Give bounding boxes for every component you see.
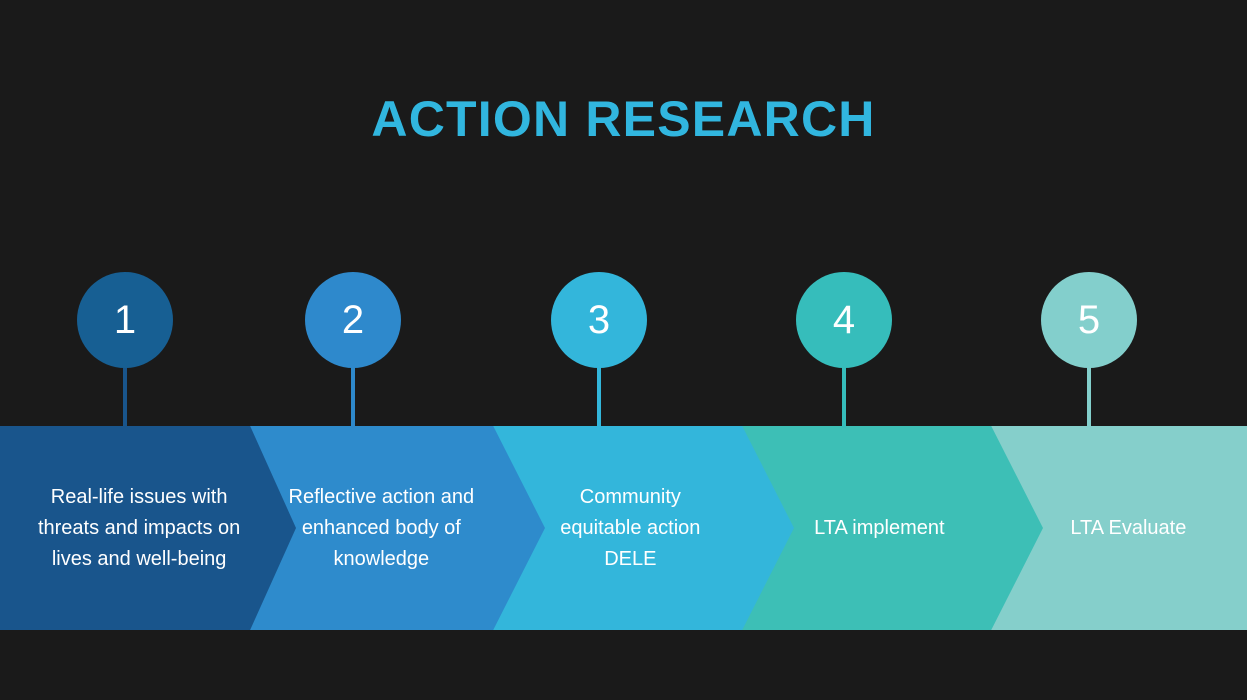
process-step-label: Real-life issues with threats and impact… bbox=[37, 485, 241, 570]
process-step-label: Community equitable action DELE bbox=[560, 485, 701, 570]
process-step-number-badge[interactable]: 1 bbox=[77, 272, 173, 368]
process-step-label: Reflective action and enhanced body of k… bbox=[288, 485, 475, 570]
page-title: ACTION RESEARCH bbox=[371, 91, 876, 147]
process-step-connector bbox=[351, 364, 355, 428]
process-step-label: LTA Evaluate bbox=[1070, 516, 1187, 539]
process-step-marker[interactable]: 1 bbox=[77, 272, 173, 428]
process-step-marker[interactable]: 4 bbox=[796, 272, 892, 428]
process-step-connector bbox=[1087, 364, 1091, 428]
process-step-number-badge[interactable]: 4 bbox=[796, 272, 892, 368]
chevron-band: LTA Evaluate LTA implement Community equit… bbox=[0, 426, 1247, 630]
process-step-marker[interactable]: 2 bbox=[305, 272, 401, 428]
process-step-chevron[interactable]: Real-life issues with threats and impact… bbox=[0, 426, 296, 630]
process-step-number-badge[interactable]: 2 bbox=[305, 272, 401, 368]
process-step-number-badge[interactable]: 3 bbox=[551, 272, 647, 368]
process-step-marker[interactable]: 5 bbox=[1041, 272, 1137, 428]
process-step-number-badge[interactable]: 5 bbox=[1041, 272, 1137, 368]
process-step-connector bbox=[842, 364, 846, 428]
process-step-marker[interactable]: 3 bbox=[551, 272, 647, 428]
process-step-connector bbox=[597, 364, 601, 428]
process-step-label: LTA implement bbox=[814, 516, 945, 539]
process-step-connector bbox=[123, 364, 127, 428]
process-step-chevron[interactable]: Reflective action and enhanced body of k… bbox=[211, 426, 545, 630]
